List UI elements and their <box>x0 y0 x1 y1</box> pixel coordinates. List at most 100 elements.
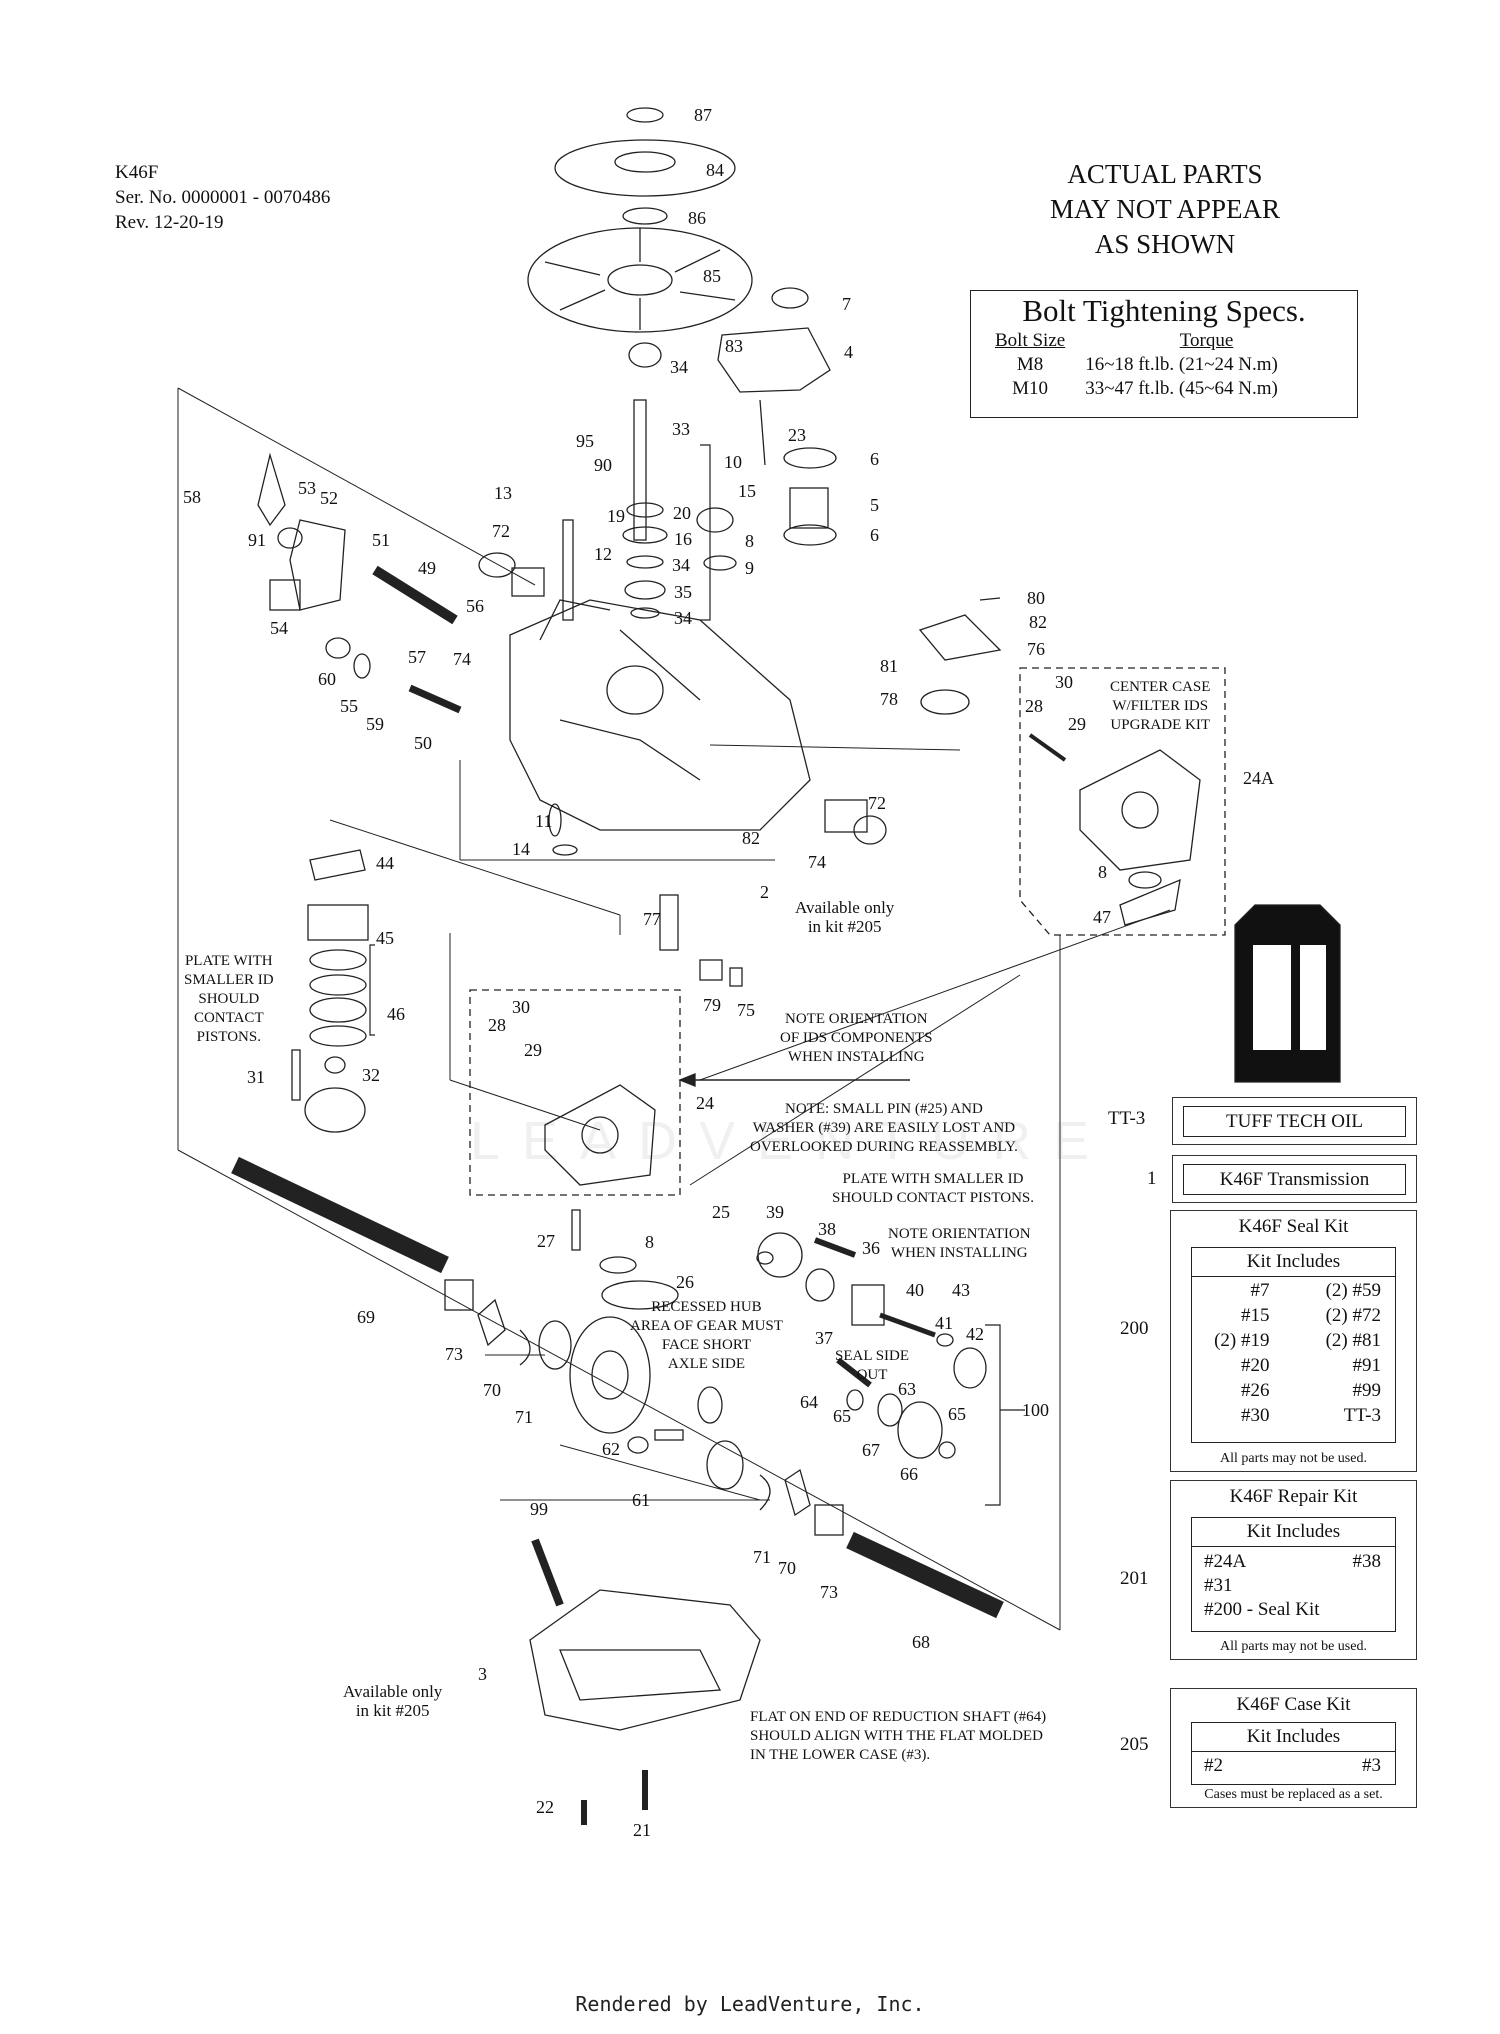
callout-line: AXLE SIDE <box>667 1356 745 1372</box>
case-kit-code: 205 <box>1120 1734 1149 1755</box>
bolt-27 <box>571 1209 581 1251</box>
diagram-header: K46F Ser. No. 0000001 - 0070486 Rev. 12-… <box>115 160 330 235</box>
oil-code: TT-3 <box>1108 1108 1146 1129</box>
part-number-78: 78 <box>880 689 898 709</box>
spring-32 <box>324 1056 346 1074</box>
callout-line: in kit #205 <box>807 917 882 936</box>
bevel-gear-2 <box>697 1386 723 1424</box>
slipper-44 <box>309 849 366 881</box>
part-number-8: 8 <box>1098 862 1107 882</box>
bushing-73b <box>814 1504 844 1536</box>
small-pin-note: NOTE: SMALL PIN (#25) AND WASHER (#39) A… <box>750 1100 1018 1157</box>
center-case-2 <box>509 599 811 831</box>
retaining-ring-87 <box>626 107 664 123</box>
kit-item: #30 <box>1241 1405 1270 1426</box>
part-number-75: 75 <box>737 1000 755 1020</box>
part-number-41: 41 <box>935 1313 953 1333</box>
washer-86 <box>622 207 668 225</box>
sleeve-5 <box>789 487 829 529</box>
plug-8 <box>1128 871 1162 889</box>
washer-65b <box>938 1441 956 1459</box>
part-number-65: 65 <box>948 1404 966 1424</box>
plug-8b <box>599 1256 637 1274</box>
transmission-label: K46F Transmission <box>1183 1164 1406 1195</box>
model-label: K46F <box>115 162 159 183</box>
callout-line: SEAL SIDE <box>835 1348 910 1364</box>
repair-kit-code: 201 <box>1120 1568 1149 1589</box>
part-number-71: 71 <box>515 1407 533 1427</box>
part-number-31: 31 <box>247 1067 265 1087</box>
kit-item: #99 <box>1352 1380 1382 1401</box>
center-case-24A <box>1079 749 1201 871</box>
kit-includes-header: Kit Includes <box>1192 1518 1395 1547</box>
center-case-24 <box>544 1084 656 1186</box>
part-number-86: 86 <box>688 208 706 228</box>
part-number-79: 79 <box>703 995 721 1015</box>
part-number-81: 81 <box>880 656 898 676</box>
part-number-58: 58 <box>183 487 201 507</box>
part-number-30: 30 <box>512 997 530 1017</box>
part-number-11: 11 <box>535 811 552 831</box>
clip-70b <box>784 1468 811 1517</box>
part-number-7: 7 <box>842 294 851 314</box>
part-number-67: 67 <box>862 1440 880 1460</box>
orientation-callout: NOTE ORIENTATION WHEN INSTALLING <box>888 1225 1031 1263</box>
washer-55 <box>353 653 371 679</box>
part-number-24A: 24A <box>1243 768 1274 788</box>
part-number-20: 20 <box>673 503 691 523</box>
callout-line: CONTACT <box>193 1010 264 1026</box>
part-number-72: 72 <box>868 793 886 813</box>
seal-kit-code: 200 <box>1120 1318 1149 1339</box>
callout-line: RECESSED HUB <box>651 1299 762 1315</box>
callout-line: SHOULD CONTACT PISTONS. <box>832 1190 1035 1206</box>
part-number-28: 28 <box>1025 696 1043 716</box>
callout-line: PISTONS. <box>196 1029 261 1045</box>
callout-line: OVERLOOKED DURING REASSEMBLY. <box>750 1139 1018 1155</box>
part-number-57: 57 <box>408 647 426 667</box>
part-number-34: 34 <box>674 608 692 628</box>
ring-45b <box>309 949 367 971</box>
gear-66 <box>897 1401 943 1459</box>
part-number-84: 84 <box>706 160 724 180</box>
pin-61 <box>654 1429 684 1441</box>
kit-item: (2) #19 <box>1214 1330 1270 1351</box>
notice-line: ACTUAL PARTS <box>1067 159 1263 189</box>
ring-71 <box>519 1329 531 1366</box>
torque-cell: 33~47 ft.lb. (45~64 N.m) <box>1085 378 1278 399</box>
callout-line: OUT <box>856 1367 888 1383</box>
callout-line: UPGRADE KIT <box>1110 717 1211 733</box>
bolt-size-cell: M8 <box>1016 354 1044 375</box>
part-number-27: 27 <box>537 1231 555 1251</box>
repair-kit-items: #24A #38 #31 #200 - Seal Kit <box>1192 1547 1395 1633</box>
callout-line: WHEN INSTALLING <box>890 1245 1028 1261</box>
actual-parts-notice: ACTUAL PARTS MAY NOT APPEAR AS SHOWN <box>1015 157 1315 262</box>
part-number-16: 16 <box>674 529 692 549</box>
block-54 <box>269 579 301 611</box>
callout-line: CENTER CASE <box>1110 679 1211 695</box>
seal-kit-title: K46F Seal Kit <box>1238 1216 1349 1237</box>
clip-75 <box>729 967 743 987</box>
cap-15 <box>696 507 734 533</box>
torque-header: Torque <box>1179 330 1234 351</box>
callout-line: Available only <box>795 898 895 917</box>
part-number-87: 87 <box>694 105 712 125</box>
rod-23 <box>759 399 766 466</box>
oil-label: TUFF TECH OIL <box>1183 1106 1406 1137</box>
part-number-74: 74 <box>808 852 826 872</box>
kit-item: TT-3 <box>1343 1405 1381 1426</box>
piston-31 <box>291 1049 301 1101</box>
bolt-size-cell: M10 <box>1012 378 1049 399</box>
bushing-74b <box>824 799 868 833</box>
thrust-46b <box>309 997 367 1023</box>
serial-label: Ser. No. 0000001 - 0070486 <box>115 187 331 208</box>
ring-41 <box>936 1333 954 1347</box>
available-kit-callout: Available only in kit #205 <box>795 898 894 936</box>
kit-includes-header: Kit Includes <box>1192 1248 1395 1277</box>
kit-item: #3 <box>1362 1755 1381 1776</box>
part-number-19: 19 <box>607 506 625 526</box>
part-number-65: 65 <box>833 1406 851 1426</box>
repair-kit-includes: Kit Includes #24A #38 #31 #200 - Seal Ki… <box>1191 1517 1396 1632</box>
bearing-72 <box>478 552 516 578</box>
part-number-72: 72 <box>492 521 510 541</box>
part-number-15: 15 <box>738 481 756 501</box>
